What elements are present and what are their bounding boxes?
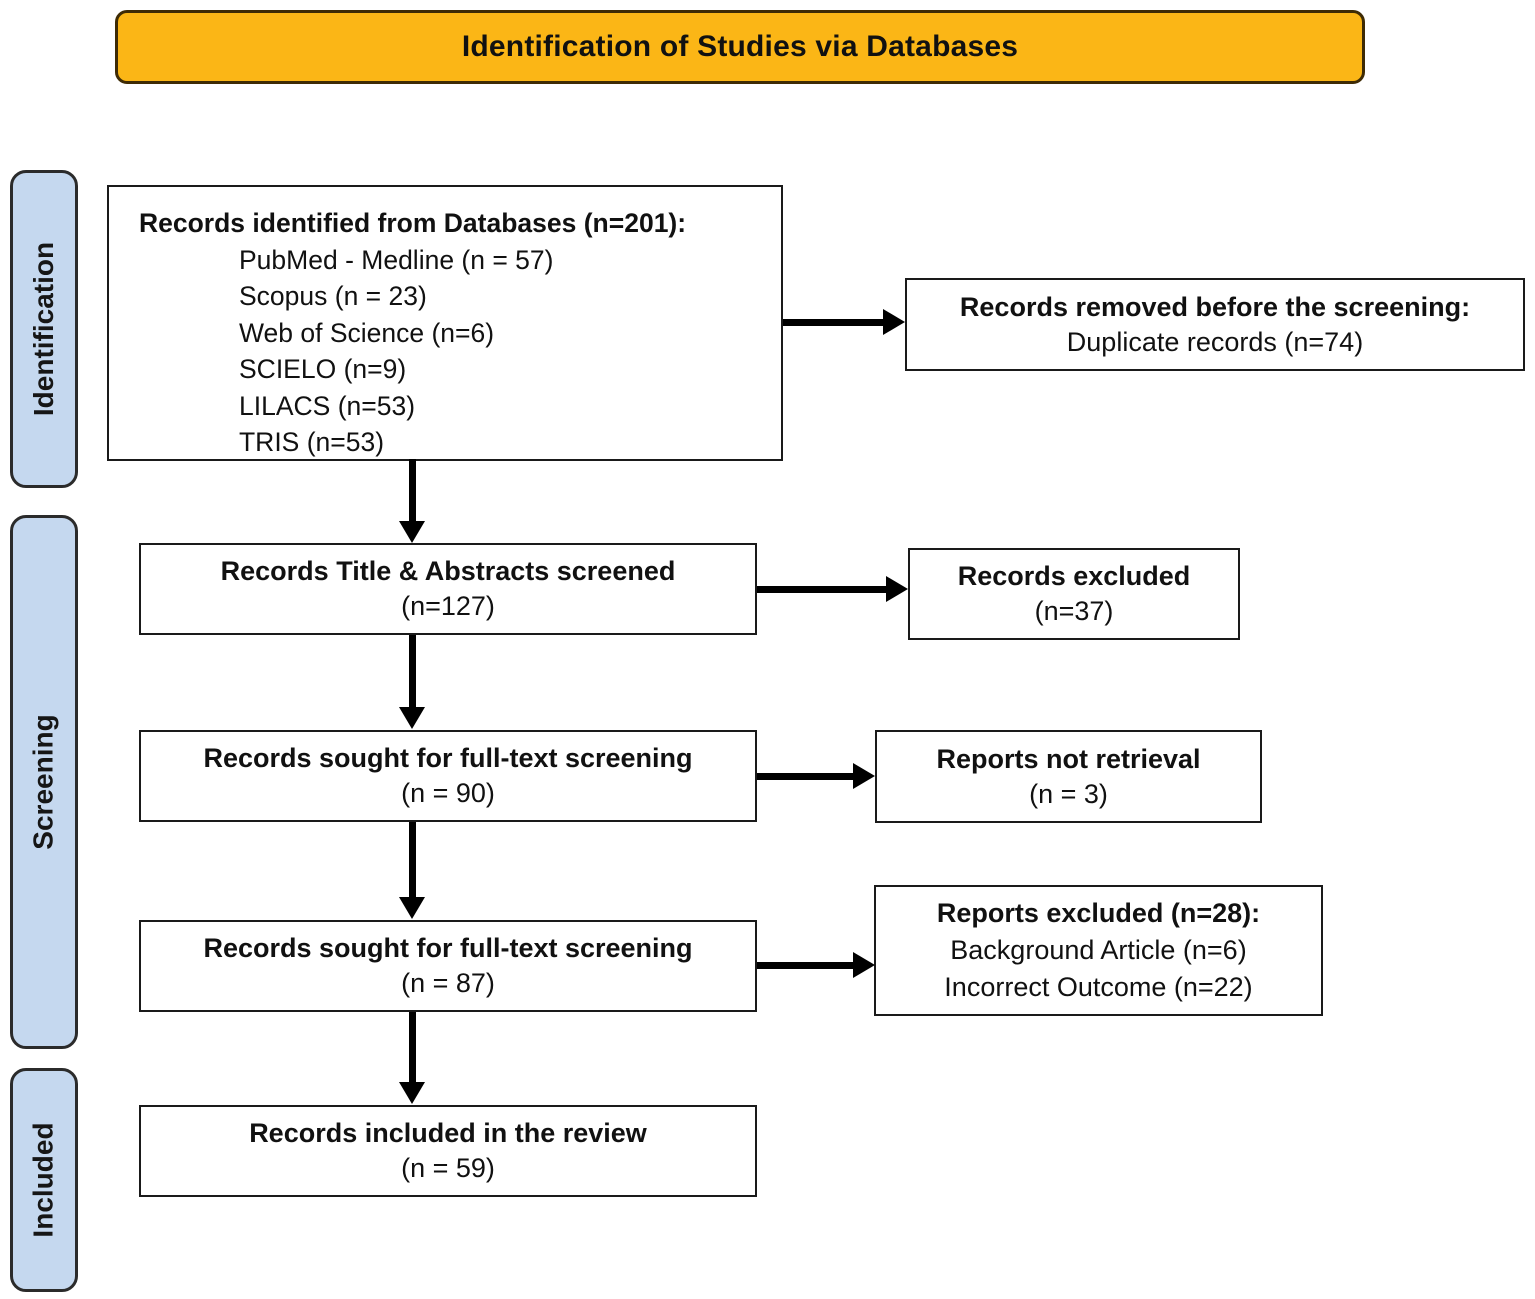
stage-label-identification-text: Identification	[28, 241, 60, 417]
box-fulltext-screening-1-title: Records sought for full-text screening	[203, 743, 693, 773]
box-reports-excluded-title: Reports excluded (n=28):	[936, 898, 1261, 928]
diagram-title-banner: Identification of Studies via Databases	[115, 10, 1365, 84]
box-records-screened-title: Records Title & Abstracts screened	[220, 556, 676, 586]
box-records-screened: Records Title & Abstracts screened (n=12…	[139, 543, 757, 635]
box-fulltext-screening-2-count: (n = 87)	[401, 968, 495, 998]
box-records-excluded-count: (n=37)	[1034, 596, 1114, 626]
database-item: Scopus (n = 23)	[239, 281, 427, 311]
box-fulltext-screening-1: Records sought for full-text screening (…	[139, 730, 757, 822]
stage-label-identification: Identification	[10, 170, 78, 488]
exclusion-reason: Incorrect Outcome (n=22)	[944, 972, 1253, 1002]
box-records-screened-count: (n=127)	[401, 591, 495, 621]
box-fulltext-screening-1-count: (n = 90)	[401, 778, 495, 808]
box-reports-not-retrieved: Reports not retrieval (n = 3)	[875, 730, 1262, 823]
stage-label-screening: Screening	[10, 515, 78, 1049]
box-records-removed-title: Records removed before the screening:	[959, 291, 1471, 322]
box-records-identified-items: PubMed - Medline (n = 57) Scopus (n = 23…	[139, 242, 771, 461]
diagram-title: Identification of Studies via Databases	[461, 30, 1019, 63]
box-reports-excluded: Reports excluded (n=28): Background Arti…	[874, 885, 1323, 1016]
database-item: TRIS (n=53)	[239, 427, 385, 457]
box-records-removed: Records removed before the screening: Du…	[905, 278, 1525, 371]
box-records-included: Records included in the review (n = 59)	[139, 1105, 757, 1197]
box-records-excluded: Records excluded (n=37)	[908, 548, 1240, 640]
stage-label-screening-text: Screening	[28, 714, 60, 850]
box-reports-not-retrieved-count: (n = 3)	[1029, 778, 1108, 809]
stage-label-included: Included	[10, 1068, 78, 1292]
box-records-identified: Records identified from Databases (n=201…	[107, 185, 783, 461]
stage-label-included-text: Included	[28, 1122, 59, 1238]
box-records-excluded-title: Records excluded	[957, 561, 1191, 591]
database-item: PubMed - Medline (n = 57)	[239, 244, 554, 275]
box-records-removed-subtitle: Duplicate records (n=74)	[1066, 326, 1364, 357]
database-item: LILACS (n=53)	[239, 390, 416, 421]
box-reports-not-retrieved-title: Reports not retrieval	[936, 743, 1201, 774]
database-item: SCIELO (n=9)	[239, 354, 407, 384]
exclusion-reason: Background Article (n=6)	[950, 935, 1247, 965]
database-item: Web of Science (n=6)	[239, 317, 495, 348]
box-records-identified-title: Records identified from Databases (n=201…	[139, 208, 687, 238]
box-fulltext-screening-2: Records sought for full-text screening (…	[139, 920, 757, 1012]
box-records-included-count: (n = 59)	[401, 1153, 495, 1183]
box-records-included-title: Records included in the review	[249, 1118, 647, 1148]
box-fulltext-screening-2-title: Records sought for full-text screening	[203, 933, 693, 963]
